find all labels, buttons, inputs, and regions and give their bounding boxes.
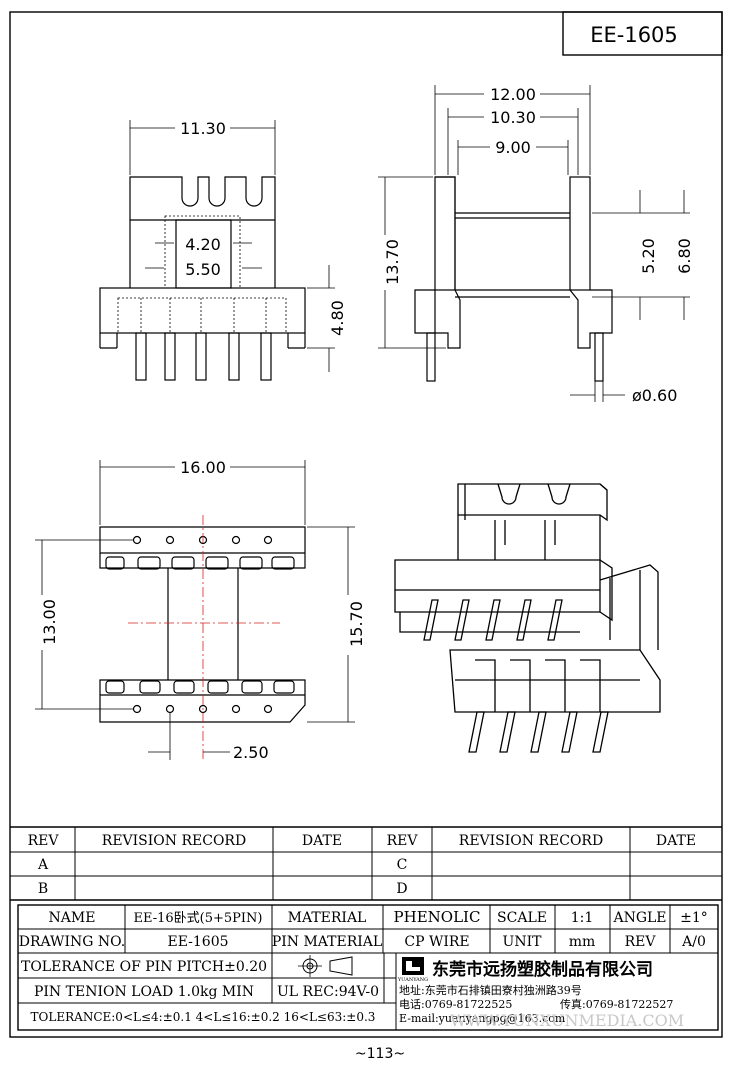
watermark: WWW.YUNXUNMEDIA.COM bbox=[450, 1011, 684, 1030]
revision-table: REV REVISION RECORD DATE REV REVISION RE… bbox=[10, 826, 722, 901]
rev-row-c: C bbox=[397, 857, 408, 873]
pin-tension-load: PIN TENION LOAD 1.0kg MIN bbox=[34, 984, 254, 1000]
rev-header-left: REV bbox=[28, 833, 60, 849]
dim-height-13-70: 13.70 bbox=[383, 239, 402, 285]
company-fax: 传真:0769-81722527 bbox=[560, 997, 673, 1011]
dim-inner-9-00: 9.00 bbox=[495, 138, 531, 157]
dim-window-5-20: 5.20 bbox=[639, 238, 658, 274]
scale-value: 1:1 bbox=[571, 910, 594, 926]
dim-overall-12-00: 12.00 bbox=[490, 85, 536, 104]
company-address: 地址:东莞市石排镇田寮村独洲路39号 bbox=[399, 983, 582, 997]
sheet-frame bbox=[9, 11, 723, 1038]
scale-label: SCALE bbox=[497, 910, 547, 926]
revision-record-header-left: REVISION RECORD bbox=[102, 833, 246, 849]
revision-record-header-right: REVISION RECORD bbox=[459, 833, 603, 849]
dim-overall-15-70: 15.70 bbox=[347, 601, 366, 647]
dim-width-11-30: 11.30 bbox=[180, 119, 226, 138]
part-number: EE-1605 bbox=[590, 23, 678, 47]
date-header-left: DATE bbox=[302, 833, 342, 849]
tolerance-ranges: TOLERANCE:0<L≤4:±0.1 4<L≤16:±0.2 16<L≤63… bbox=[31, 1010, 376, 1024]
title-block: NAME EE-16卧式(5+5PIN) MATERIAL PHENOLIC S… bbox=[17, 904, 719, 1031]
rev-value: A/0 bbox=[681, 934, 706, 950]
page-number: ~113~ bbox=[355, 1046, 405, 1062]
dim-pitch-2-50: 2.50 bbox=[233, 743, 269, 762]
unit-label: UNIT bbox=[503, 934, 543, 950]
side-view: 12.00 10.30 9.00 13.70 5.20 6.80 ø0.60 bbox=[378, 85, 694, 405]
part-number-box: EE-1605 bbox=[562, 11, 723, 56]
dim-row-span-13-00: 13.00 bbox=[40, 599, 59, 645]
dim-inner-4-20: 4.20 bbox=[185, 235, 221, 254]
dim-mid-10-30: 10.30 bbox=[490, 108, 536, 127]
logo-text: YUANYANG bbox=[397, 977, 428, 983]
material-label: MATERIAL bbox=[288, 910, 367, 926]
dim-window-6-80: 6.80 bbox=[675, 238, 694, 274]
angle-label: ANGLE bbox=[612, 910, 666, 926]
company-email: E-mail:yuanyangpg@163.com bbox=[399, 1012, 566, 1025]
rev-label: REV bbox=[625, 934, 657, 950]
name-value: EE-16卧式(5+5PIN) bbox=[134, 911, 263, 926]
rev-row-b: B bbox=[38, 881, 48, 897]
projection-symbol-icon bbox=[298, 955, 353, 977]
dim-pin-diameter: ø0.60 bbox=[632, 386, 677, 405]
material-value: PHENOLIC bbox=[394, 908, 481, 926]
company-phone: 电话:0769-81722525 bbox=[399, 998, 512, 1011]
name-label: NAME bbox=[49, 910, 96, 926]
dim-inner-5-50: 5.50 bbox=[185, 260, 221, 279]
company-logo: YUANYANG bbox=[397, 957, 428, 983]
drawing-no-label: DRAWING NO. bbox=[19, 934, 125, 950]
rev-header-right: REV bbox=[387, 833, 419, 849]
rev-row-a: A bbox=[37, 857, 49, 873]
ul-rec: UL REC:94V-0 bbox=[277, 984, 379, 1000]
isometric-view bbox=[394, 483, 661, 753]
rev-row-d: D bbox=[396, 881, 407, 897]
unit-value: mm bbox=[569, 934, 596, 950]
dim-base-4-80: 4.80 bbox=[328, 300, 347, 336]
pin-material-label: PIN MATERIAL bbox=[272, 934, 382, 950]
bottom-view: 16.00 13.00 15.70 2.50 bbox=[35, 458, 366, 762]
front-view: 11.30 4.20 5.50 4.80 bbox=[99, 119, 347, 381]
company-name: 东莞市远扬塑胶制品有限公司 bbox=[432, 959, 653, 980]
dim-width-16-00: 16.00 bbox=[180, 458, 226, 477]
pin-material-value: CP WIRE bbox=[404, 934, 469, 950]
date-header-right: DATE bbox=[656, 833, 696, 849]
tolerance-pin-pitch: TOLERANCE OF PIN PITCH±0.20 bbox=[21, 959, 267, 975]
drawing-no-value: EE-1605 bbox=[167, 934, 228, 950]
angle-value: ±1° bbox=[680, 910, 708, 926]
